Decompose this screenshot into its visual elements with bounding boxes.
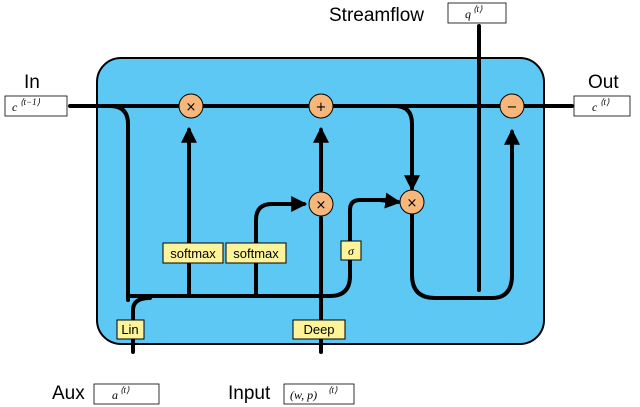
op-mul1: × xyxy=(178,93,204,119)
var-wp-base: (w, p) xyxy=(290,388,317,402)
var-a-sup: ⟨t⟩ xyxy=(120,385,130,395)
softmax2-to-mul2 xyxy=(254,202,298,298)
box-lin: Lin xyxy=(116,319,145,340)
box-lin-label: Lin xyxy=(121,322,138,337)
c-prev-branch xyxy=(108,104,130,302)
op-mul2: × xyxy=(308,191,334,217)
op-add: + xyxy=(308,93,334,119)
box-sigma-label: σ xyxy=(348,244,355,258)
box-softmax2-label: softmax xyxy=(233,246,279,261)
op-mul1-symbol: × xyxy=(186,100,197,115)
box-softmax2: softmax xyxy=(225,242,287,264)
var-c-out-base: c xyxy=(592,100,598,114)
connections xyxy=(68,24,574,354)
label-input: Input xyxy=(228,383,271,404)
op-add-symbol: + xyxy=(316,100,327,115)
label-out: Out xyxy=(588,72,619,93)
var-c-prev-sup: ⟨t−1⟩ xyxy=(20,97,41,107)
var-a: a ⟨t⟩ xyxy=(93,383,160,405)
var-c-out: c ⟨t⟩ xyxy=(573,95,631,117)
op-mul2-symbol: × xyxy=(316,198,327,213)
op-mul3-symbol: × xyxy=(407,196,418,211)
var-q-base: q xyxy=(465,7,471,21)
mul3-to-minus-loop xyxy=(410,140,514,300)
op-minus-symbol: − xyxy=(507,100,518,115)
box-deep-label: Deep xyxy=(303,322,334,337)
var-q: q ⟨t⟩ xyxy=(447,2,507,24)
var-c-prev: c ⟨t−1⟩ xyxy=(4,95,68,117)
var-wp-sup: ⟨t⟩ xyxy=(328,385,338,395)
op-mul3: × xyxy=(399,189,425,215)
op-minus: − xyxy=(499,93,525,119)
box-deep: Deep xyxy=(292,319,346,340)
var-c-out-sup: ⟨t⟩ xyxy=(600,97,610,107)
var-c-prev-base: c xyxy=(12,100,18,114)
label-aux: Aux xyxy=(52,383,85,404)
label-in: In xyxy=(24,72,40,93)
box-softmax1-label: softmax xyxy=(170,246,216,261)
var-a-base: a xyxy=(112,388,118,402)
label-streamflow: Streamflow xyxy=(329,5,424,26)
box-softmax1: softmax xyxy=(162,242,224,264)
var-wp: (w, p) ⟨t⟩ xyxy=(283,383,355,405)
box-sigma: σ xyxy=(340,240,362,261)
add-to-mul3-loop xyxy=(328,104,414,188)
var-q-sup: ⟨t⟩ xyxy=(473,4,483,14)
lin-riser xyxy=(131,296,152,354)
